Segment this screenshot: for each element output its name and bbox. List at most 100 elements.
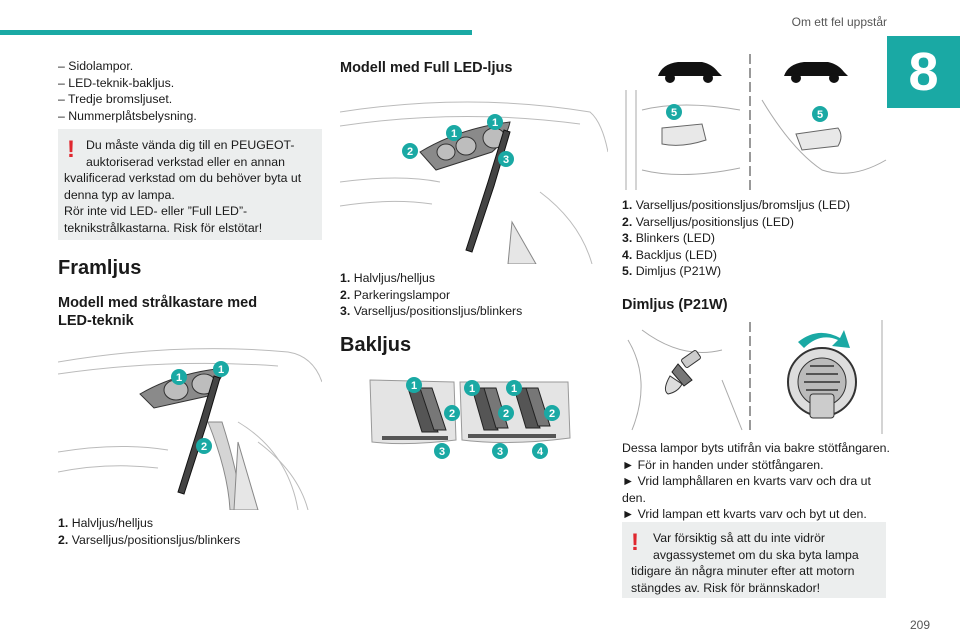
svg-text:2: 2 xyxy=(503,408,509,420)
callout: 1 xyxy=(446,125,462,141)
svg-text:2: 2 xyxy=(407,146,413,158)
legend-item: 3. Varselljus/positionsljus/blinkers xyxy=(340,303,608,320)
callout: 2 xyxy=(544,405,560,421)
svg-text:3: 3 xyxy=(503,154,509,166)
car-silhouette-icon xyxy=(658,62,722,83)
legend-number: 4. xyxy=(622,247,633,262)
figure-fog-lamp-replacement xyxy=(622,320,890,434)
figure-rear-lamps: 1 1 1 2 2 2 3 3 4 xyxy=(368,376,572,464)
svg-text:3: 3 xyxy=(497,446,503,458)
header-title: Om ett fel uppstår xyxy=(791,15,887,29)
rotate-arrow-icon xyxy=(798,330,850,348)
svg-text:1: 1 xyxy=(451,128,457,140)
callout: 4 xyxy=(532,443,548,459)
svg-text:1: 1 xyxy=(218,364,224,376)
warning-line: kvalificerad verkstad om du behöver byta… xyxy=(64,171,302,186)
callout: 2 xyxy=(498,405,514,421)
legend-item: 2. Parkeringslampor xyxy=(340,287,608,304)
figure-led-headlamp: 1 1 2 xyxy=(58,322,322,510)
section-title-bakljus: Bakljus xyxy=(340,334,412,356)
svg-text:5: 5 xyxy=(817,109,823,121)
lamp-holder-icon xyxy=(787,347,857,419)
list-item: Sidolampor. xyxy=(58,58,322,75)
legend-number: 5. xyxy=(622,264,633,279)
callout: 1 xyxy=(464,380,480,396)
legend-text: Parkeringslampor xyxy=(353,287,451,302)
svg-text:3: 3 xyxy=(439,446,445,458)
legend-item: 5. Dimljus (P21W) xyxy=(622,263,890,280)
callout: 1 xyxy=(487,114,503,130)
warning-box-exhaust: ! Var försiktig så att du inte vidrör av… xyxy=(622,522,886,598)
warning-line: Var försiktig så att du inte vidrör xyxy=(653,531,826,545)
bulb-icon xyxy=(664,350,701,395)
callout: 2 xyxy=(402,143,418,159)
legend-item: 1. Varselljus/positionsljus/bromsljus (L… xyxy=(622,197,890,214)
figure-fog-lamp-location: 5 5 xyxy=(622,50,890,192)
svg-text:5: 5 xyxy=(671,107,677,119)
legend-framljus: 1. Halvljus/helljus 2. Varselljus/positi… xyxy=(58,515,322,548)
legend-number: 1. xyxy=(340,271,351,285)
legend-text: Varselljus/positionsljus (LED) xyxy=(635,214,795,229)
legend-bakljus: 1. Varselljus/positionsljus/bromsljus (L… xyxy=(622,197,890,280)
legend-text: Varselljus/positionsljus/blinkers xyxy=(353,304,523,319)
warning-line: auktoriserad verkstad eller en annan xyxy=(86,154,285,169)
callout: 3 xyxy=(434,443,450,459)
legend-item: 2. Varselljus/positionsljus (LED) xyxy=(622,214,890,231)
lamp-list: Sidolampor. LED-teknik-bakljus. Tredje b… xyxy=(58,58,322,124)
step-item: För in handen under stötfångaren. xyxy=(622,457,890,474)
subtitle-dimljus: Dimljus (P21W) xyxy=(622,297,728,313)
fog-lamp-instructions: Dessa lampor byts utifrån via bakre stöt… xyxy=(622,440,890,523)
subtitle-line: LED-teknik xyxy=(58,313,134,330)
legend-item: 1. Halvljus/helljus xyxy=(58,515,322,532)
callout: 5 xyxy=(812,106,828,122)
intro-text: Dessa lampor byts utifrån via bakre stöt… xyxy=(622,441,890,455)
legend-number: 1. xyxy=(58,516,69,530)
svg-text:2: 2 xyxy=(449,408,455,420)
svg-text:2: 2 xyxy=(201,441,207,453)
figure-full-led-headlamp: 1 1 2 3 xyxy=(340,82,608,264)
legend-text: Varselljus/positionsljus/blinkers xyxy=(71,532,241,547)
legend-text: Varselljus/positionsljus/bromsljus (LED) xyxy=(635,198,851,212)
legend-text: Halvljus/helljus xyxy=(71,516,154,530)
legend-item: 1. Halvljus/helljus xyxy=(340,270,608,287)
callout: 2 xyxy=(444,405,460,421)
callout: 3 xyxy=(492,443,508,459)
warning-box: ! Du måste vända dig till en PEUGEOT- au… xyxy=(58,129,322,241)
subtitle-line: Modell med strålkastare med xyxy=(58,295,258,312)
page-number: 209 xyxy=(909,618,930,632)
svg-text:1: 1 xyxy=(469,383,475,395)
subtitle-led-model: Modell med strålkastare med LED-teknik xyxy=(58,294,322,330)
warning-line: Du måste vända dig till en PEUGEOT- xyxy=(86,138,295,153)
svg-text:1: 1 xyxy=(176,372,182,384)
legend-text: Halvljus/helljus xyxy=(353,271,436,285)
svg-text:1: 1 xyxy=(492,117,498,129)
list-item: Tredje bromsljuset. xyxy=(58,91,322,108)
legend-text: Blinkers (LED) xyxy=(635,231,715,246)
list-item: Nummerplåtsbelysning. xyxy=(58,108,322,125)
legend-number: 2. xyxy=(58,532,69,547)
legend-number: 3. xyxy=(340,304,351,319)
legend-text: Dimljus (P21W) xyxy=(635,264,722,279)
warning-line: teknikstrålkastarna. Risk för elstötar! xyxy=(64,220,263,235)
warning-line: avgassystemet om du ska byta lampa xyxy=(653,547,859,562)
column-1: Sidolampor. LED-teknik-bakljus. Tredje b… xyxy=(58,55,322,330)
step-item: Vrid lampan ett kvarts varv och byt ut d… xyxy=(622,506,890,523)
warning-line: Rör inte vid LED- eller ”Full LED”- xyxy=(64,204,248,219)
legend-text: Backljus (LED) xyxy=(635,247,718,262)
section-title-framljus: Framljus xyxy=(58,257,142,280)
callout: 1 xyxy=(506,380,522,396)
callout: 5 xyxy=(666,104,682,120)
svg-text:1: 1 xyxy=(411,380,417,392)
legend-item: 2. Varselljus/positionsljus/blinkers xyxy=(58,532,322,549)
callout: 3 xyxy=(498,151,514,167)
callout: 1 xyxy=(406,377,422,393)
legend-item: 4. Backljus (LED) xyxy=(622,247,890,264)
legend-number: 2. xyxy=(340,287,351,302)
list-item: LED-teknik-bakljus. xyxy=(58,75,322,92)
warning-line: tidigare än några minuter efter att moto… xyxy=(631,564,855,578)
svg-text:1: 1 xyxy=(511,383,517,395)
header-accent-bar xyxy=(0,30,472,35)
callout: 2 xyxy=(196,438,212,454)
step-item: Vrid lamphållaren en kvarts varv och dra… xyxy=(622,473,890,506)
warning-line: stängdes av. Risk för brännskador! xyxy=(631,580,821,595)
